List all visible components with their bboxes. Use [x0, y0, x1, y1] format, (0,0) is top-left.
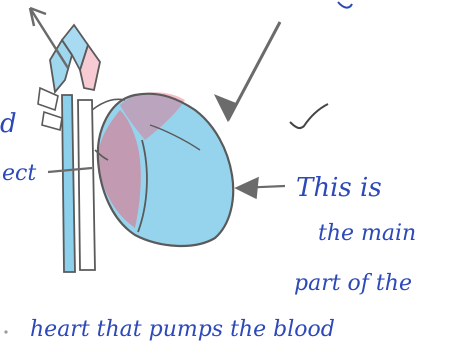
annotation-line-1: This is	[296, 173, 382, 203]
aorta-vessel	[78, 100, 95, 270]
top-scribble	[338, 2, 352, 8]
left-fragment-d: d	[0, 109, 17, 139]
top-left-arrow-line	[30, 8, 68, 68]
annotation-line-4: heart that pumps the blood	[30, 317, 335, 342]
annotation-line-2: the main	[318, 221, 416, 246]
check-mark	[290, 104, 328, 128]
pencil-dot	[4, 330, 7, 333]
vessel-stub-2	[42, 112, 62, 130]
annotation-line-3: part of the	[294, 271, 412, 296]
heart-drawing	[98, 92, 233, 246]
left-fragment-ect: ect	[2, 161, 36, 186]
vena-cava-blue	[62, 95, 75, 272]
diagonal-arrowhead	[216, 96, 236, 120]
right-pointer-arrowhead	[236, 178, 258, 198]
